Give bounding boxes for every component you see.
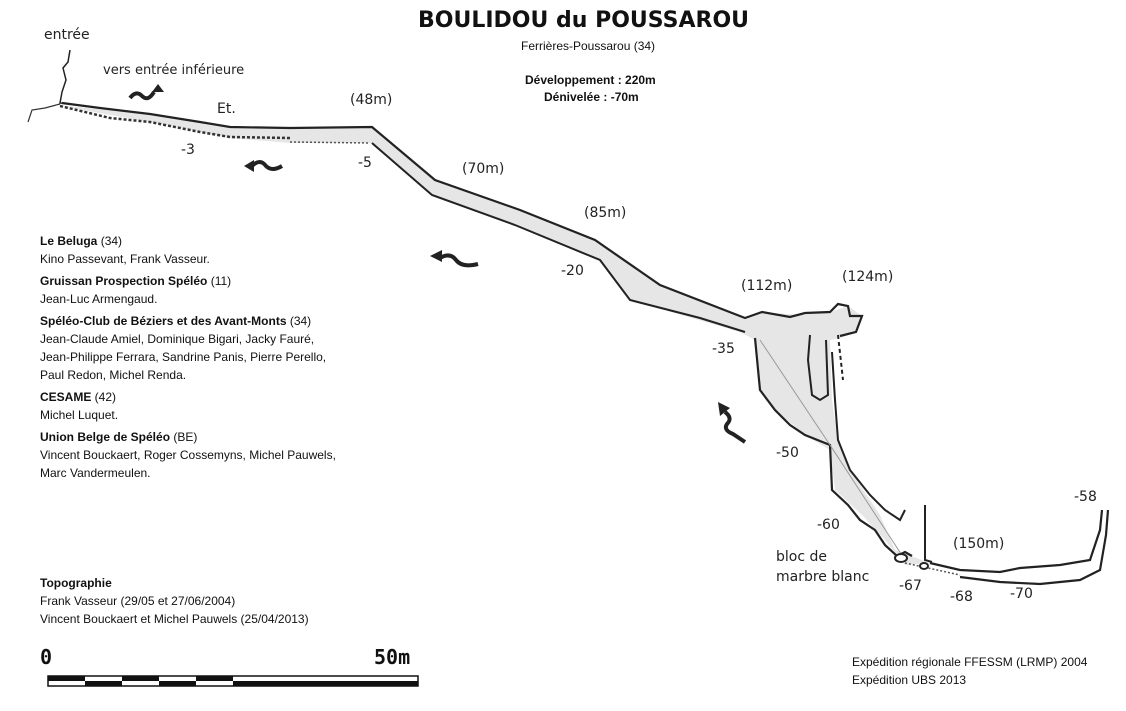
passage-fill [55, 105, 930, 565]
depth-label: -67 [899, 578, 922, 594]
club-members: Marc Vandermeulen. [40, 466, 151, 480]
depth-label: -5 [358, 155, 372, 171]
club-name: CESAME [40, 390, 92, 404]
depth-label: -58 [1074, 489, 1097, 505]
passage-lower-wall-2 [371, 142, 746, 333]
club-members: Jean-Philippe Ferrara, Sandrine Panis, P… [40, 350, 327, 364]
expeditions: Expédition régionale FFESSM (LRMP) 2004 … [852, 653, 1087, 689]
expedition-line: Expédition UBS 2013 [852, 673, 967, 687]
shaft-right-wall [831, 351, 906, 522]
distance-label: (124m) [842, 269, 894, 285]
label-etroiture: Et. [217, 101, 236, 117]
distance-label: (150m) [953, 536, 1005, 552]
development: Développement : 220m [525, 73, 656, 87]
label-entree: entrée [44, 27, 90, 43]
club-members: Vincent Bouckaert, Roger Cossemyns, Mich… [40, 448, 336, 462]
right-wall-drop [924, 505, 933, 563]
water-flow-arrow-icon [128, 90, 156, 101]
bottom-passage-lower [959, 509, 1110, 586]
club-code: (42) [91, 390, 117, 404]
label-marbre: marbre blanc [776, 569, 870, 585]
passage-lower-wall [59, 104, 291, 140]
distance-label: (112m) [741, 278, 793, 294]
depth-label: -70 [1010, 586, 1033, 602]
depth-label: -20 [561, 263, 584, 279]
club-code: (BE) [170, 430, 198, 444]
distance-label: (48m) [350, 92, 393, 108]
depth-label: -3 [181, 142, 195, 158]
club-code: (34) [97, 234, 123, 248]
location: Ferrières-Poussarou (34) [521, 39, 656, 53]
club-name: Gruissan Prospection Spéléo [40, 274, 208, 288]
credit-group: CESAME (42) Michel Luquet. [40, 388, 336, 424]
club-members: Paul Redon, Michel Renda. [40, 368, 187, 382]
depth-label: -68 [950, 589, 973, 605]
shaft-left-wall [753, 337, 913, 558]
club-code: (34) [286, 314, 312, 328]
topographie-heading: Topographie [40, 576, 112, 590]
denivelee: Dénivelée : -70m [544, 90, 639, 104]
distance-label: (70m) [462, 161, 505, 177]
club-members: Jean-Claude Amiel, Dominique Bigari, Jac… [40, 332, 315, 346]
scale-bar [47, 675, 419, 687]
entrance-left [27, 103, 61, 123]
pillar [806, 334, 830, 402]
label-vers-entree: vers entrée inférieure [103, 63, 245, 78]
passage-upper-wall [61, 101, 864, 338]
credit-group: Spéléo-Club de Béziers et des Avant-Mont… [40, 312, 336, 384]
scale-start-label: 0 [40, 645, 53, 669]
water-flow-arrow-icon [250, 160, 284, 171]
credit-group: Le Beluga (34) Kino Passevant, Frank Vas… [40, 232, 336, 268]
water-flow-arrow-icon [723, 410, 747, 444]
credits: Le Beluga (34) Kino Passevant, Frank Vas… [40, 232, 336, 486]
topographie: Topographie Frank Vasseur (29/05 et 27/0… [40, 574, 309, 628]
dotted-wall [837, 334, 844, 381]
passage-lower-wall-dotted [289, 141, 371, 144]
club-members: Michel Luquet. [40, 408, 119, 422]
distance-label: (85m) [584, 205, 627, 221]
club-name: Spéléo-Club de Béziers et des Avant-Mont… [40, 314, 287, 328]
club-name: Le Beluga [40, 234, 98, 248]
depth-label: -35 [712, 341, 735, 357]
water-flow-arrow-icon [438, 253, 479, 268]
club-name: Union Belge de Spéléo [40, 430, 171, 444]
credit-group: Gruissan Prospection Spéléo (11) Jean-Lu… [40, 272, 336, 308]
expedition-line: Expédition régionale FFESSM (LRMP) 2004 [852, 655, 1088, 669]
label-bloc: bloc de [776, 549, 827, 565]
depth-label: -50 [776, 445, 799, 461]
entrance-shaft [59, 49, 71, 105]
scale-end-label: 50m [374, 645, 411, 669]
depth-label: -60 [817, 517, 840, 533]
page-title: BOULIDOU du POUSSAROU [418, 8, 750, 33]
marble-block [894, 553, 908, 563]
topographie-line: Frank Vasseur (29/05 et 27/06/2004) [40, 594, 236, 608]
bottom-passage-upper [929, 509, 1104, 574]
credit-group: Union Belge de Spéléo (BE) Vincent Bouck… [40, 428, 336, 482]
topographie-line: Vincent Bouckaert et Michel Pauwels (25/… [40, 612, 309, 626]
club-code: (11) [207, 274, 232, 288]
club-members: Kino Passevant, Frank Vasseur. [40, 252, 210, 266]
club-members: Jean-Luc Armengaud. [40, 292, 158, 306]
